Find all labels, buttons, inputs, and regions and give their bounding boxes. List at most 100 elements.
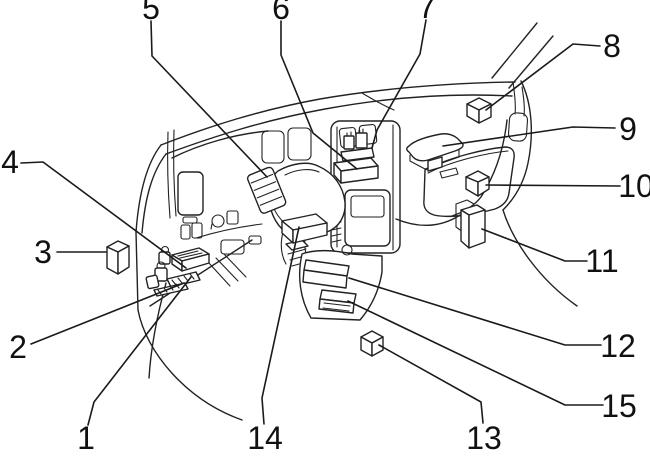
door-gap-line-1: [167, 131, 171, 219]
switch-blank-3: [226, 210, 239, 225]
a-pillar-left-inner: [141, 153, 167, 234]
vent-body: [246, 166, 287, 214]
box11-left: [460, 209, 470, 249]
callout-leader-9: [442, 126, 616, 147]
callout-leader-12: [348, 277, 602, 346]
glove-box-door: [423, 146, 515, 218]
callout-label-3: 3: [34, 234, 52, 270]
callout-leader-2: [30, 282, 185, 345]
instrument-cluster-bezel: [261, 127, 312, 164]
pillar-base-line-1: [512, 81, 516, 115]
knee-bolster-edge: [149, 239, 253, 307]
callout-leader-10: [485, 184, 621, 187]
cube10-right: [477, 176, 490, 197]
callout-label-6: 6: [272, 0, 290, 26]
connector-left: [343, 135, 355, 150]
console-knob: [341, 244, 353, 256]
headlight-knob: [211, 214, 225, 228]
driver-side-panel: [167, 129, 239, 240]
cube13-right: [371, 336, 384, 357]
relay-box-item11: [455, 199, 486, 249]
junction-block-hatch: [177, 250, 203, 259]
ecu9-tab: [427, 156, 443, 172]
callout-leader-4: [20, 161, 187, 269]
box3-left: [106, 246, 119, 275]
switch-blank-2: [191, 222, 203, 239]
callout-leader-8: [485, 43, 601, 111]
pillar-base-line-2: [521, 86, 525, 117]
dash-right-lower-sweep: [502, 209, 578, 307]
relay-box-item6: [333, 157, 379, 184]
callout-leader-1: [87, 276, 192, 426]
dash-top-edge-upper: [160, 81, 516, 146]
a-pillar-left-outer: [135, 144, 162, 233]
floor-sweep-line: [137, 309, 243, 421]
relay-body-2: [154, 267, 168, 282]
callout-leader-5: [150, 20, 268, 178]
callout-leader-13: [378, 344, 484, 424]
relay-body-3: [145, 274, 160, 290]
callout-label-5: 5: [142, 0, 160, 26]
callout-label-4: 4: [1, 144, 19, 180]
under-dash-cutout: [220, 239, 245, 255]
box6-front-face: [340, 165, 379, 184]
callout-leader-6: [280, 20, 358, 170]
callout-label-13: 13: [466, 420, 502, 456]
wheel-inner-arc-top: [284, 169, 320, 176]
left-body-edge: [135, 231, 139, 311]
dash-side-vent-item5: [246, 166, 287, 214]
callout-label-1: 1: [77, 420, 95, 456]
callout-leader-15: [347, 300, 604, 406]
windshield-pillar-stroke-2: [508, 35, 554, 89]
callout-label-8: 8: [603, 28, 621, 64]
heater-panel-inner: [350, 195, 385, 218]
dash-right-inner-edge: [451, 119, 508, 217]
switch-blank-1: [180, 224, 191, 240]
ecu9-front-band: [409, 149, 460, 170]
callout-leader-14: [261, 226, 300, 425]
box14-front-face: [292, 222, 328, 244]
callout-label-12: 12: [600, 328, 636, 364]
under-dash-brace-1: [207, 261, 231, 287]
junction-connectors-item7: [340, 128, 375, 162]
relay-box-item3: [106, 240, 130, 275]
dash-right-outer-edge: [502, 80, 532, 211]
right-side-vent: [507, 112, 529, 142]
callout-leader-7: [371, 19, 427, 149]
center-console: [281, 213, 383, 321]
callout-label-2: 2: [9, 329, 27, 365]
callout-label-9: 9: [619, 111, 637, 147]
junction-block-front: [181, 253, 210, 272]
fuse-bracket-hatch: [171, 273, 195, 286]
dash-top-fold: [361, 92, 395, 111]
passenger-side: [406, 112, 529, 218]
ecu9-top-face: [406, 133, 464, 162]
under-dash-slot: [248, 235, 262, 245]
dash-slot-under-ecu: [439, 167, 459, 179]
box15-front-face: [318, 298, 355, 314]
callout-label-15: 15: [601, 388, 637, 424]
windshield-pillar-stroke-1: [491, 22, 538, 79]
connector-pins: [346, 128, 364, 137]
box15-hatch: [322, 302, 351, 312]
dash-top-edge-lower: [165, 94, 513, 155]
door-gap-line-2: [173, 129, 177, 217]
relay-cube-item8: [466, 97, 492, 124]
knob-stem: [210, 223, 213, 230]
panel-slot: [182, 216, 198, 224]
driver-fuse-relay-cluster: [145, 245, 210, 297]
relay-cube-item10: [465, 170, 490, 197]
heater-panel: [344, 189, 391, 247]
box12-front-face: [302, 269, 348, 289]
side-window-opening: [177, 171, 204, 216]
column-line-left: [280, 231, 287, 265]
dash-lip-line: [195, 223, 263, 239]
box3-right: [117, 245, 130, 275]
under-dash-brace-3: [223, 253, 247, 278]
callout-label-11: 11: [585, 243, 618, 279]
callout-leader-11: [481, 228, 588, 262]
cluster-hood-curve: [171, 130, 269, 159]
cluster-bezel-left: [261, 130, 285, 164]
